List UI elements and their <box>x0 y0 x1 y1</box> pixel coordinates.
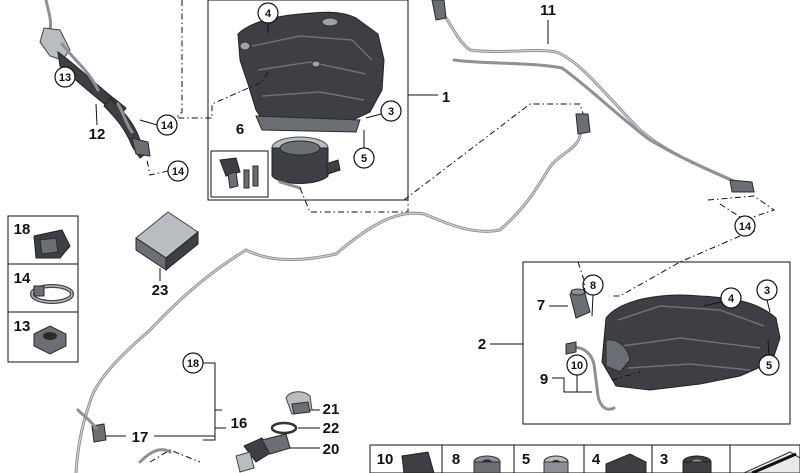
label-5: 5 <box>766 360 772 372</box>
label-9: 9 <box>540 371 548 388</box>
label-18: 18 <box>14 221 31 238</box>
fuel-line-11 <box>431 0 755 193</box>
label-5: 5 <box>361 153 367 165</box>
label-14: 14 <box>161 120 174 132</box>
label-7: 7 <box>537 297 545 314</box>
callout-13-top: 13 <box>54 66 76 88</box>
label-22: 22 <box>323 420 340 437</box>
label-6: 6 <box>236 121 244 138</box>
callout-18-bottom: 18 <box>182 352 204 374</box>
bushing-3-part <box>682 455 712 473</box>
connector-21 <box>285 391 313 415</box>
clip-18-part <box>33 229 71 259</box>
callout-14-b: 14 <box>167 160 189 182</box>
sensor-kit-box <box>210 150 269 198</box>
grommet-5-part <box>543 455 569 473</box>
callout-10-right: 10 <box>566 354 588 376</box>
tank-assembly-box-right <box>522 261 791 425</box>
label-2: 2 <box>478 336 486 353</box>
tank-assembly-box-top <box>207 0 409 201</box>
label-14: 14 <box>14 270 31 287</box>
label-4: 4 <box>265 8 272 20</box>
label-4: 4 <box>728 293 735 305</box>
long-fuel-line <box>74 113 591 473</box>
callout-4-right: 4 <box>720 287 742 309</box>
label-11: 11 <box>540 2 556 19</box>
label-18: 18 <box>187 358 199 370</box>
label-21: 21 <box>323 401 340 418</box>
label-13: 13 <box>59 72 71 84</box>
label-20: 20 <box>323 441 340 458</box>
callout-5-right: 5 <box>758 354 780 376</box>
bottom-parts-strip <box>369 444 800 473</box>
label-14: 14 <box>172 166 185 178</box>
label-10: 10 <box>377 451 394 468</box>
callout-3-right: 3 <box>756 279 778 301</box>
label-4: 4 <box>592 451 601 468</box>
label-10: 10 <box>571 360 583 372</box>
label-3: 3 <box>388 106 394 118</box>
upper-fuel-tank <box>237 11 385 133</box>
grommet-8-part <box>473 455 501 473</box>
vent-line-10 <box>565 341 616 411</box>
fuel-pump-module <box>271 136 341 190</box>
control-unit-23 <box>135 211 199 272</box>
o-ring-22 <box>270 421 298 435</box>
collar-nut-13-part <box>33 325 67 355</box>
label-5: 5 <box>522 451 530 468</box>
small-parts-column <box>7 215 79 363</box>
filler-pipe-assembly <box>39 0 151 159</box>
quick-connector-17 <box>76 408 172 464</box>
label-14: 14 <box>739 221 752 233</box>
connector-20 <box>235 433 291 473</box>
label-17: 17 <box>132 429 149 446</box>
right-fuel-tank <box>601 294 781 391</box>
label-8: 8 <box>590 280 596 292</box>
callout-4-top: 4 <box>257 2 279 24</box>
hose-clamp-14-part <box>30 284 74 304</box>
label-23: 23 <box>152 282 169 299</box>
label-16: 16 <box>231 415 248 432</box>
callout-5-top: 5 <box>353 147 375 169</box>
label-12: 12 <box>89 126 106 143</box>
callout-8-right: 8 <box>582 274 604 296</box>
sensor-kit-parts <box>219 157 259 189</box>
label-13: 13 <box>14 318 31 335</box>
label-3: 3 <box>660 451 668 468</box>
callout-3-top: 3 <box>380 100 402 122</box>
callout-14-d: 14 <box>734 215 756 237</box>
label-1: 1 <box>442 89 450 106</box>
callout-14-a: 14 <box>156 114 178 136</box>
label-3: 3 <box>764 285 770 297</box>
label-8: 8 <box>452 451 460 468</box>
